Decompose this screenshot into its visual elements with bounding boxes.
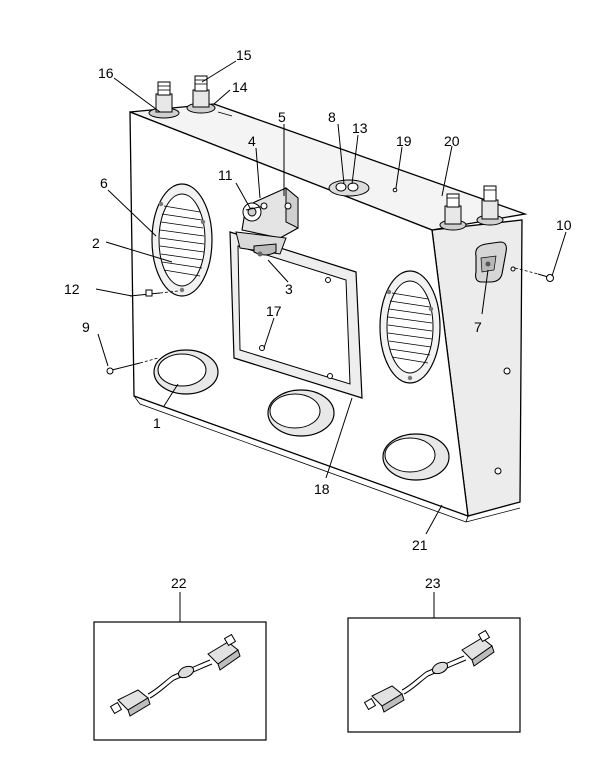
callout-21: 21 bbox=[412, 537, 428, 553]
callout-19: 19 bbox=[396, 133, 412, 149]
callout-5: 5 bbox=[278, 109, 286, 125]
side-bolt-lower bbox=[494, 467, 502, 475]
side-bolt-middle bbox=[503, 367, 511, 375]
top-slot-8 bbox=[328, 179, 370, 197]
harness-box-22 bbox=[93, 621, 267, 741]
left-louver-grille bbox=[151, 183, 213, 297]
top-fitting-16 bbox=[148, 81, 180, 119]
enclosure-assembly bbox=[106, 75, 554, 523]
top-fitting-15 bbox=[186, 75, 216, 114]
callout-2: 2 bbox=[92, 235, 100, 251]
side-handle-cutout bbox=[475, 241, 507, 283]
callout-11: 11 bbox=[218, 167, 233, 183]
callout-13: 13 bbox=[352, 120, 368, 136]
callout-labels: 1 2 3 4 5 6 7 8 9 10 11 12 13 14 15 16 1… bbox=[64, 47, 572, 591]
oval-lamp-center bbox=[267, 389, 335, 437]
callout-23: 23 bbox=[425, 575, 441, 591]
top-hole-19 bbox=[392, 187, 398, 193]
harness-box-23 bbox=[347, 617, 521, 733]
callout-6: 6 bbox=[100, 175, 108, 191]
top-fitting-right-a bbox=[439, 193, 467, 231]
leader-lines bbox=[95, 60, 567, 622]
callout-10: 10 bbox=[556, 217, 572, 233]
callout-1: 1 bbox=[153, 415, 161, 431]
callout-8: 8 bbox=[328, 109, 336, 125]
oval-lamp-right bbox=[382, 433, 450, 481]
side-bolt-upper bbox=[510, 266, 516, 272]
right-louver-grille bbox=[379, 270, 441, 384]
harness-23-connector-upper bbox=[461, 629, 495, 667]
callout-7: 7 bbox=[474, 319, 482, 335]
pin-12 bbox=[129, 289, 179, 297]
screw-9 bbox=[106, 357, 159, 375]
screw-11 bbox=[245, 202, 268, 211]
oval-lamp-1 bbox=[153, 349, 219, 395]
callout-18: 18 bbox=[314, 481, 330, 497]
callout-12: 12 bbox=[64, 281, 80, 297]
callout-9: 9 bbox=[82, 319, 90, 335]
callout-16: 16 bbox=[98, 65, 114, 81]
harness-22-connector-upper bbox=[207, 633, 241, 671]
screw-10 bbox=[514, 267, 554, 282]
callout-3: 3 bbox=[285, 281, 293, 297]
bracket-light-assembly bbox=[235, 186, 299, 257]
harness-22-connector-lower bbox=[109, 689, 151, 717]
center-frame-18 bbox=[229, 231, 363, 399]
callout-14: 14 bbox=[232, 79, 248, 95]
callout-22: 22 bbox=[171, 575, 187, 591]
harness-23-connector-lower bbox=[363, 685, 405, 713]
callout-15: 15 bbox=[236, 47, 252, 63]
top-fitting-right-b bbox=[476, 185, 504, 226]
callout-4: 4 bbox=[248, 133, 256, 149]
callout-20: 20 bbox=[444, 133, 460, 149]
callout-17: 17 bbox=[266, 303, 282, 319]
